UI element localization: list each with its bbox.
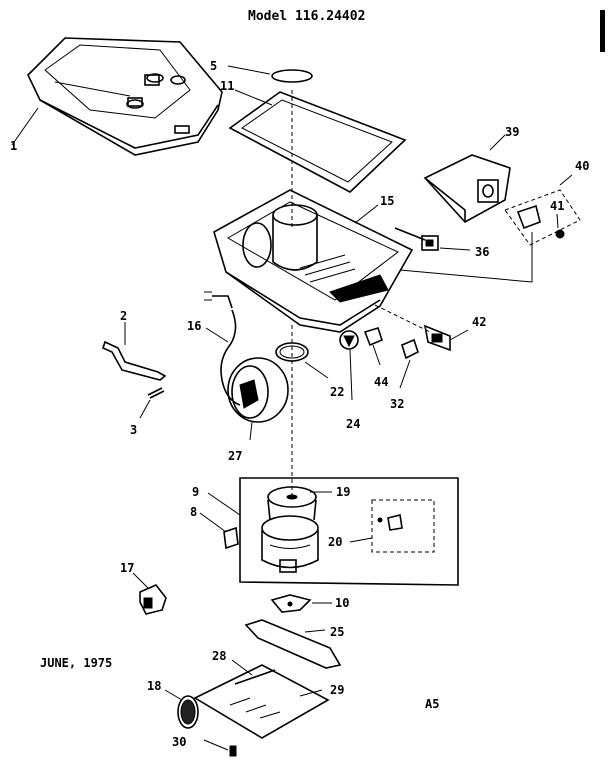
callout-15: 15 [380,194,394,208]
callout-41: 41 [550,199,564,213]
callout-30: 30 [172,735,186,749]
callout-19: 19 [336,485,350,499]
callout-5: 5 [210,59,217,73]
page-code: A5 [425,697,439,711]
part-handle-bracket [423,134,511,224]
callout-39: 39 [505,125,519,139]
part-power-cord [204,291,241,406]
part-reel-housing [227,357,289,441]
part-motor-assembly-box [207,477,459,586]
callout-2: 2 [120,309,127,323]
part-latch-set [504,174,581,246]
part-motor-housing [213,189,533,333]
callout-22: 22 [330,385,344,399]
part-fan-10 [270,594,332,613]
callout-8: 8 [190,505,197,519]
callout-1: 1 [10,139,17,153]
part-filter-disc [227,65,313,83]
callout-28: 28 [212,649,226,663]
part-power-plug [374,304,469,352]
part-switch [394,227,471,251]
part-brush-set-20 [349,499,435,553]
callout-44: 44 [374,375,388,389]
part-bushing-8 [199,512,239,550]
part-wheel-18 [164,689,199,729]
part-rod-28 [231,659,276,685]
part-bracket-2 [102,322,167,381]
callout-36: 36 [475,245,489,259]
callout-29: 29 [330,683,344,697]
part-switch-17 [132,572,167,615]
callout-42: 42 [472,315,486,329]
callout-10: 10 [335,596,349,610]
edge-mark [600,10,605,52]
callout-3: 3 [130,423,137,437]
date-label: JUNE, 1975 [40,656,112,670]
part-ring-22 [275,342,329,379]
part-top-cover [11,37,223,156]
callout-9: 9 [192,485,199,499]
part-plate-25 [244,619,342,669]
callout-40: 40 [575,159,589,173]
callout-18: 18 [147,679,161,693]
callout-27: 27 [228,449,242,463]
callout-17: 17 [120,561,134,575]
part-gasket-frame [228,89,407,193]
part-cord-reel-24 [339,330,359,401]
part-screw-30 [203,739,237,757]
callout-25: 25 [330,625,344,639]
callout-11: 11 [220,79,234,93]
part-clip-44 [363,327,383,366]
part-clip-32 [399,338,419,389]
callout-32: 32 [390,397,404,411]
callout-16: 16 [187,319,201,333]
model-title: Model 116.24402 [248,9,365,24]
part-base-plate-29 [193,664,330,739]
callout-20: 20 [328,535,342,549]
part-pin-3 [139,387,165,419]
callout-24: 24 [346,417,360,431]
